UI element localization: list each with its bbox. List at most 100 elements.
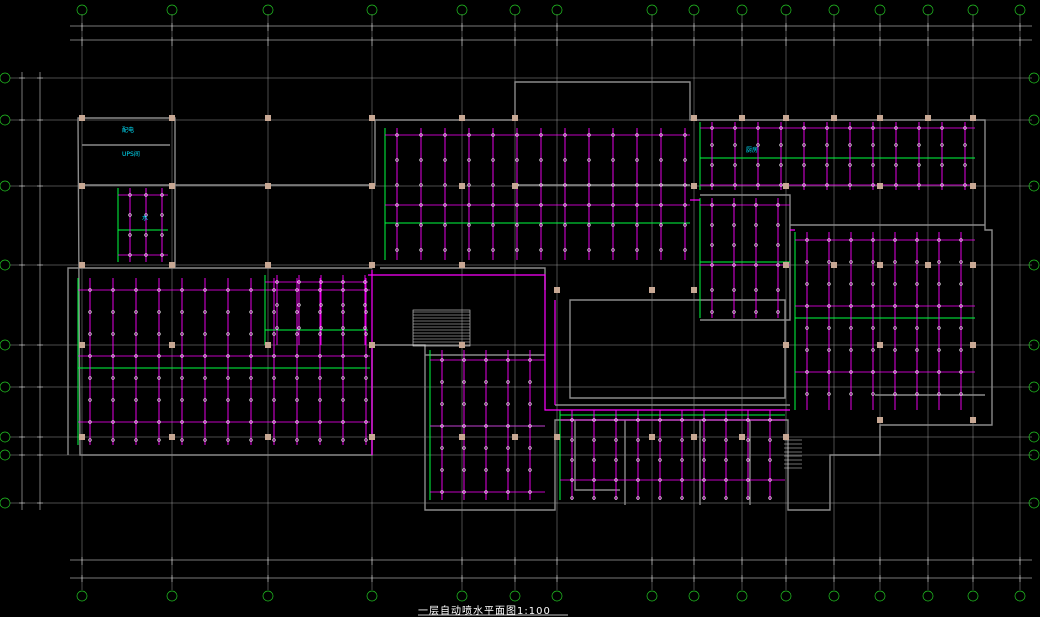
sprinkler-head-icon (180, 438, 184, 442)
sprinkler-head-icon (893, 326, 897, 330)
sprinkler-head-icon (917, 163, 921, 167)
sprinkler-head-icon (341, 288, 345, 292)
axis-bubble-icon (366, 4, 378, 16)
column (369, 183, 375, 189)
sprinkler-head-icon (680, 418, 684, 422)
sprinkler-head-icon (733, 126, 737, 130)
sprinkler-heads (88, 126, 967, 500)
column (691, 287, 697, 293)
column (783, 183, 789, 189)
sprinkler-head-icon (746, 458, 750, 462)
sprinkler-head-icon (802, 183, 806, 187)
sprinkler-head-icon (963, 163, 967, 167)
sprinkler-head-icon (680, 496, 684, 500)
sprinkler-head-icon (128, 233, 132, 237)
sprinkler-head-icon (635, 133, 639, 137)
sprinkler-head-icon (341, 303, 345, 307)
sprinkler-head-icon (203, 438, 207, 442)
wall (77, 81, 993, 511)
sprinkler-head-icon (732, 243, 736, 247)
sprinkler-head-icon (756, 163, 760, 167)
sprinkler-head-icon (539, 183, 543, 187)
sprinkler-head-icon (871, 143, 875, 147)
sprinkler-head-icon (732, 263, 736, 267)
sprinkler-head-icon (467, 223, 471, 227)
sprinkler-head-icon (746, 438, 750, 442)
sprinkler-head-icon (659, 158, 663, 162)
sprinkler-head-icon (341, 376, 345, 380)
sprinkler-head-icon (710, 163, 714, 167)
sprinkler-head-icon (249, 398, 253, 402)
column (877, 115, 883, 121)
sprinkler-head-icon (756, 143, 760, 147)
sprinkler-head-icon (587, 133, 591, 137)
sprinkler-head-icon (180, 398, 184, 402)
wall (700, 194, 791, 321)
sprinkler-head-icon (827, 260, 831, 264)
label-ups: UPS间 (122, 150, 140, 158)
sprinkler-head-icon (614, 478, 618, 482)
sprinkler-head-icon (462, 358, 466, 362)
sprinkler-head-icon (528, 424, 532, 428)
sprinkler-head-icon (506, 446, 510, 450)
sprinkler-head-icon (515, 203, 519, 207)
sprinkler-head-icon (226, 376, 230, 380)
sprinkler-head-icon (915, 370, 919, 374)
column (783, 115, 789, 121)
sprinkler-head-icon (768, 496, 772, 500)
sprinkler-head-icon (776, 203, 780, 207)
sprinkler-head-icon (506, 402, 510, 406)
sprinkler-head-icon (683, 133, 687, 137)
sprinkler-head-icon (825, 143, 829, 147)
sprinkler-head-icon (249, 438, 253, 442)
sprinkler-pipes (77, 122, 975, 500)
sprinkler-head-icon (776, 223, 780, 227)
sprinkler-head-icon (249, 354, 253, 358)
sprinkler-head-icon (341, 398, 345, 402)
axis-bubble-icon (509, 4, 521, 16)
sprinkler-head-icon (318, 288, 322, 292)
sprinkler-head-icon (134, 420, 138, 424)
sprinkler-head-icon (419, 158, 423, 162)
sprinkler-head-icon (160, 253, 164, 257)
sprinkler-head-icon (484, 380, 488, 384)
sprinkler-head-icon (894, 183, 898, 187)
sprinkler-head-icon (395, 203, 399, 207)
sprinkler-head-icon (249, 376, 253, 380)
sprinkler-head-icon (658, 418, 662, 422)
column (649, 287, 655, 293)
wall (624, 420, 751, 505)
sprinkler-head-icon (915, 392, 919, 396)
sprinkler-head-icon (226, 438, 230, 442)
sprinkler-head-icon (363, 303, 367, 307)
column (739, 115, 745, 121)
dimension-lines (19, 23, 1032, 616)
sprinkler-head-icon (363, 326, 367, 330)
sprinkler-head-icon (917, 126, 921, 130)
structural-columns (79, 115, 976, 440)
sprinkler-head-icon (467, 248, 471, 252)
label-cyan-right: 厨房 (746, 146, 758, 154)
sprinkler-head-icon (467, 183, 471, 187)
column (970, 183, 976, 189)
axis-bubble-icon (0, 259, 11, 271)
sprinkler-head-icon (484, 490, 488, 494)
sprinkler-head-icon (779, 163, 783, 167)
sprinkler-head-icon (779, 143, 783, 147)
axis-bubble-icon (0, 497, 11, 509)
sprinkler-head-icon (319, 280, 323, 284)
sprinkler-head-icon (710, 310, 714, 314)
sprinkler-head-icon (318, 332, 322, 336)
sprinkler-head-icon (157, 332, 161, 336)
sprinkler-head-icon (134, 332, 138, 336)
sprinkler-head-icon (915, 304, 919, 308)
sprinkler-head-icon (917, 183, 921, 187)
sprinkler-head-icon (893, 348, 897, 352)
sprinkler-head-icon (802, 143, 806, 147)
sprinkler-head-icon (680, 458, 684, 462)
sprinkler-head-icon (364, 376, 368, 380)
sprinkler-head-icon (318, 310, 322, 314)
sprinkler-head-icon (528, 402, 532, 406)
sprinkler-head-icon (658, 478, 662, 482)
sprinkler-head-icon (157, 376, 161, 380)
